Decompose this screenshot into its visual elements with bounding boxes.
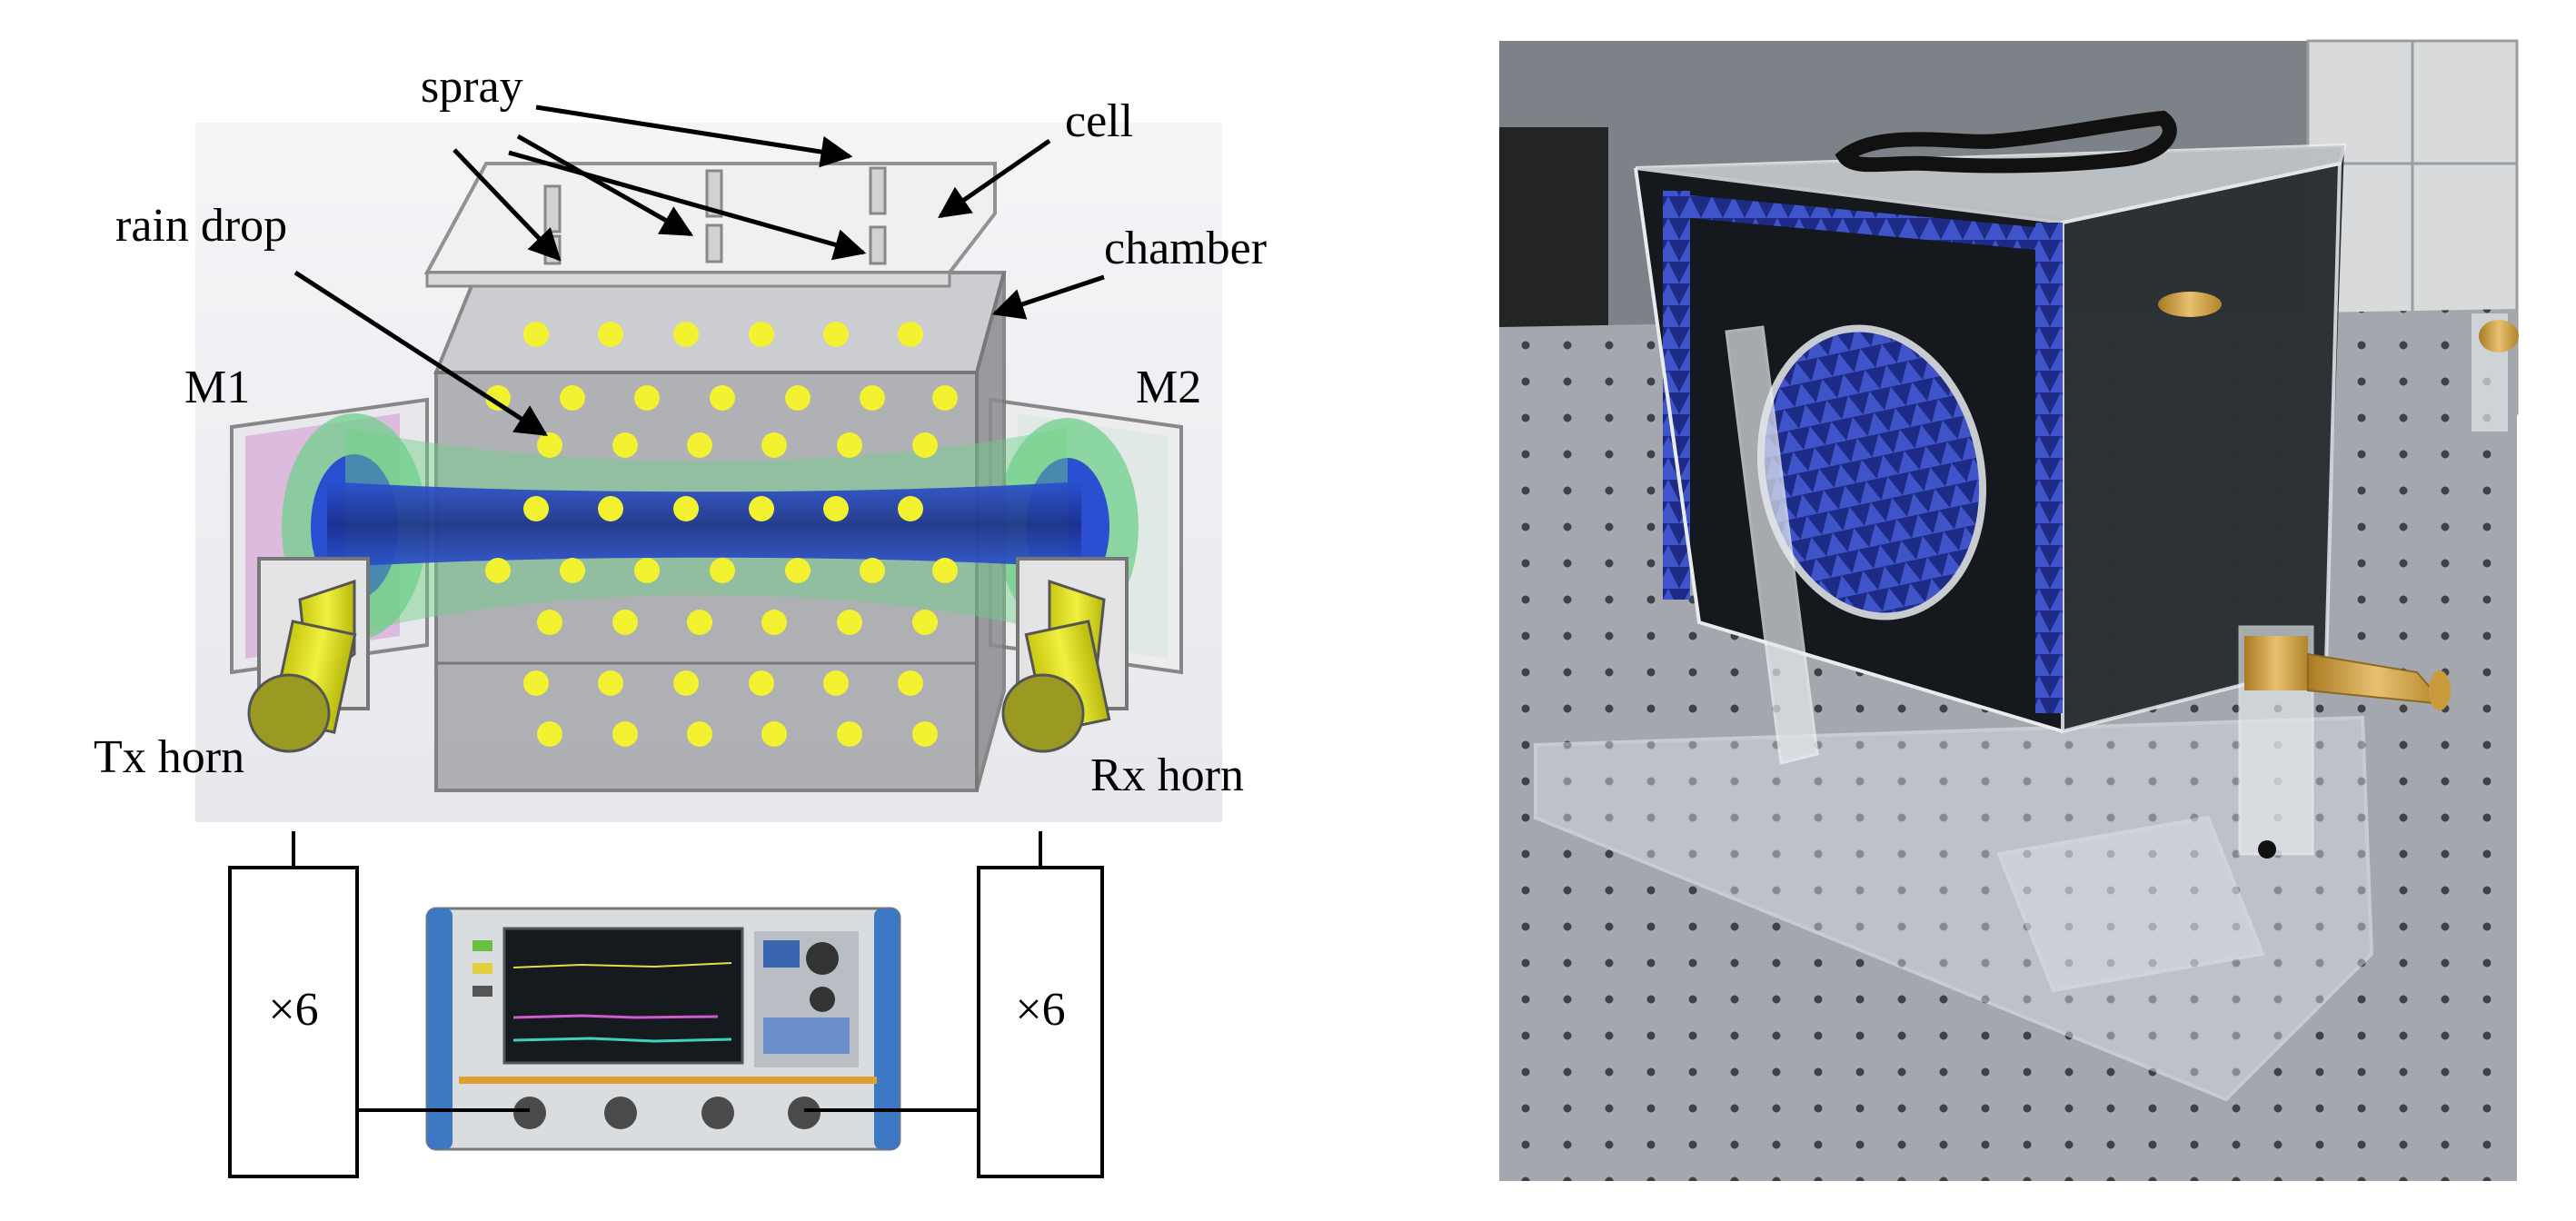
- chamber-handle: [1835, 110, 2177, 174]
- amplifier-box-right: [977, 866, 1104, 1178]
- raindrop: [537, 721, 562, 747]
- raindrop: [634, 385, 660, 411]
- raindrop: [898, 496, 923, 521]
- raindrop: [761, 721, 787, 747]
- label-cell: cell: [1065, 95, 1133, 147]
- raindrop: [761, 610, 787, 635]
- amplifier-box-left: [228, 866, 359, 1178]
- raindrop: [485, 558, 511, 583]
- tx-horn: [247, 557, 370, 753]
- rear-brass-fitting: [2158, 292, 2222, 317]
- raindrop-grid: [485, 322, 958, 747]
- raindrop: [837, 432, 862, 458]
- raindrop: [860, 385, 885, 411]
- label-rx-horn: Rx horn: [1090, 749, 1244, 801]
- label-spray: spray: [421, 61, 523, 113]
- label-m2: M2: [1136, 362, 1201, 413]
- label-rain-drop: rain drop: [115, 200, 287, 252]
- raindrop: [687, 721, 712, 747]
- raindrop: [598, 496, 623, 521]
- raindrop: [673, 322, 699, 347]
- label-tx-horn: Tx horn: [94, 731, 244, 783]
- raindrop: [523, 670, 549, 696]
- front-horn: [2238, 625, 2451, 859]
- raindrop: [898, 670, 923, 696]
- raindrop: [612, 610, 638, 635]
- raindrop: [749, 496, 774, 521]
- raindrop: [710, 385, 735, 411]
- raindrop: [687, 432, 712, 458]
- spray-cell: [423, 162, 997, 288]
- acrylic-base: [1534, 715, 2374, 1102]
- raindrop: [612, 432, 638, 458]
- raindrop: [785, 385, 811, 411]
- raindrop: [912, 610, 938, 635]
- raindrop: [560, 558, 585, 583]
- raindrop: [837, 721, 862, 747]
- raindrop: [749, 670, 774, 696]
- raindrop: [687, 610, 712, 635]
- raindrop: [761, 432, 787, 458]
- multiplier-right-label: ×6: [1015, 984, 1065, 1036]
- raindrop: [673, 670, 699, 696]
- raindrop: [823, 670, 849, 696]
- support-post: [1725, 325, 1819, 765]
- raindrop: [537, 610, 562, 635]
- label-chamber: chamber: [1104, 223, 1267, 274]
- raindrop: [537, 432, 562, 458]
- raindrop: [823, 496, 849, 521]
- raindrop: [523, 496, 549, 521]
- raindrop: [598, 670, 623, 696]
- acrylic-chamber: [1634, 143, 2347, 734]
- raindrop: [673, 496, 699, 521]
- raindrop: [912, 721, 938, 747]
- raindrop: [932, 385, 958, 411]
- annotation-arrows: [293, 104, 1105, 437]
- raindrop: [634, 558, 660, 583]
- raindrop: [932, 558, 958, 583]
- raindrop: [837, 610, 862, 635]
- raindrop: [823, 322, 849, 347]
- raindrop: [912, 432, 938, 458]
- raindrop: [749, 322, 774, 347]
- raindrop: [523, 322, 549, 347]
- raindrop: [898, 322, 923, 347]
- vector-network-analyzer: [425, 907, 901, 1151]
- raindrop: [710, 558, 735, 583]
- raindrop: [485, 385, 511, 411]
- raindrop: [785, 558, 811, 583]
- raindrop: [560, 385, 585, 411]
- front-tray: [1996, 815, 2265, 993]
- label-m1: M1: [184, 362, 250, 413]
- multiplier-left-label: ×6: [268, 984, 318, 1036]
- raindrop: [860, 558, 885, 583]
- raindrop: [612, 721, 638, 747]
- photo-panel: [1499, 39, 2519, 1181]
- raindrop: [598, 322, 623, 347]
- schematic-panel: spray cell rain drop chamber M1 M2 Tx ho…: [94, 61, 1267, 1178]
- beam: [327, 481, 1081, 568]
- rx-horn: [1001, 557, 1129, 753]
